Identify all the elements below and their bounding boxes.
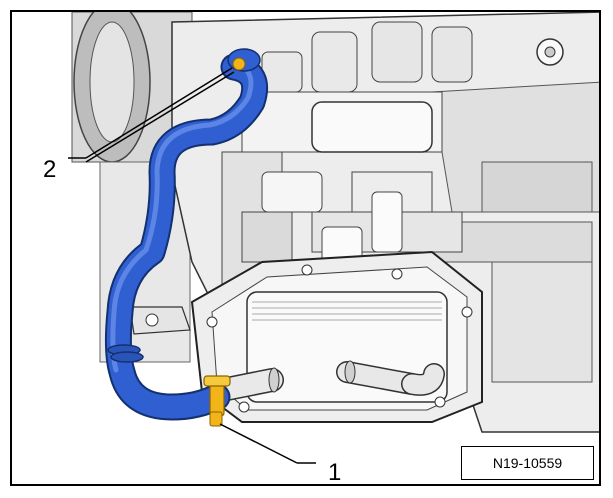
callout-label-1: 1 [328,459,342,486]
engine-block [171,12,599,433]
engine-illustration [68,12,599,464]
hose-bracket [129,306,191,335]
callout-label-2: 2 [43,156,57,183]
oil-cooler [190,250,483,423]
figure-frame: 2 1 N19-10559 [10,10,601,486]
figure-reference-code: N19-10559 [461,446,594,480]
hose-clamp [203,375,231,427]
leader-lines [68,67,316,464]
coolant-hose [104,48,269,421]
